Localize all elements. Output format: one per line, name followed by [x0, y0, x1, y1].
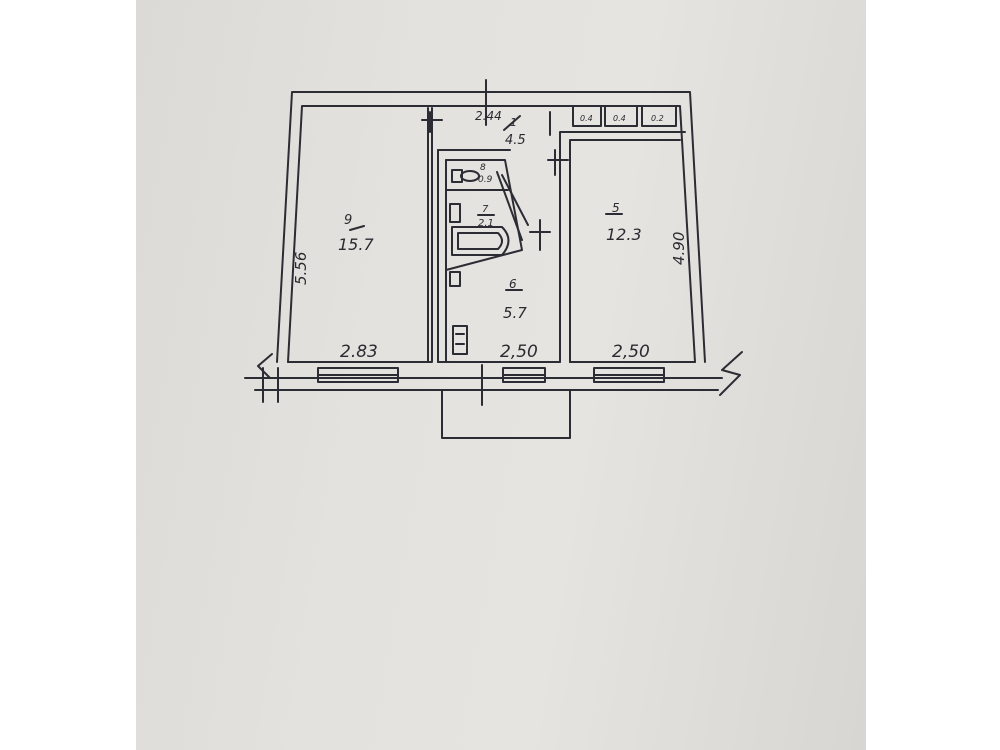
room-9-number: 9 [344, 213, 352, 228]
room-7-area: 2.1 [478, 218, 494, 229]
balcony [441, 389, 571, 439]
room-8-number: 8 [480, 163, 486, 173]
room-1-area: 4.5 [505, 133, 526, 148]
closet-1-area: 0.4 [580, 114, 593, 123]
room-5-number: 5 [612, 201, 620, 215]
room-9-outline [287, 107, 433, 363]
closets [572, 105, 677, 127]
paper-sheet [136, 0, 866, 750]
break-symbols [244, 351, 743, 396]
room-8-area: 0.9 [478, 175, 493, 185]
room-5-outline [559, 131, 696, 363]
central-block [437, 149, 561, 363]
room-1-number: 1 [510, 116, 517, 129]
room-6-area: 5.7 [503, 304, 527, 322]
room-5-depth: 4.90 [670, 232, 688, 265]
door-marks [349, 79, 623, 406]
room-9-width: 2.83 [340, 342, 378, 362]
closet-3-area: 0.2 [651, 114, 664, 123]
closet-2-area: 0.4 [613, 114, 626, 123]
room-6-number: 6 [509, 277, 517, 291]
room-5-area: 12.3 [606, 225, 642, 244]
windows [317, 367, 665, 383]
room-5-width: 2,50 [612, 342, 650, 362]
room-9-area: 15.7 [338, 235, 374, 254]
room-7-number: 7 [482, 204, 489, 215]
room-6-width: 2,50 [500, 342, 538, 362]
outer-walls [249, 91, 723, 403]
room-9-depth: 5.56 [292, 252, 310, 285]
corridor-width: 2.44 [475, 109, 502, 123]
